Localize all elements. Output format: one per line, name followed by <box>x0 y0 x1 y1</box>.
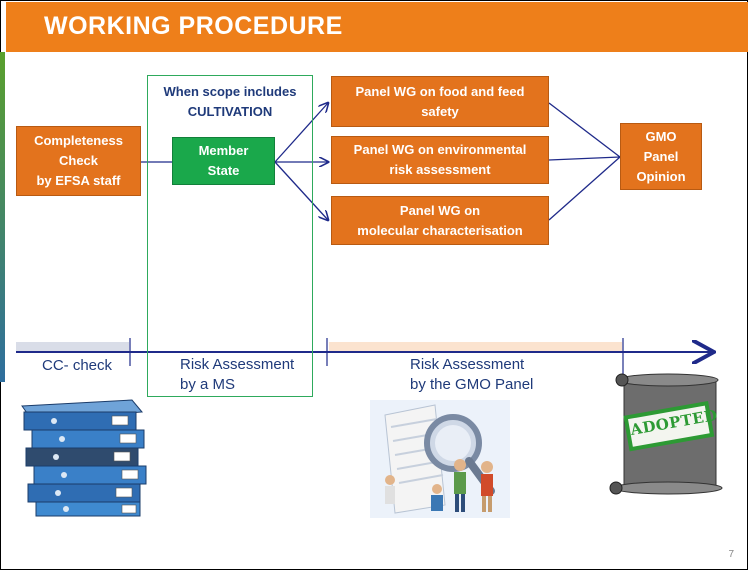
decorative-strip <box>0 52 5 382</box>
page-number: 7 <box>728 549 734 560</box>
arrow-ms-to-mol <box>274 161 328 220</box>
header-bar: WORKING PROCEDURE <box>6 2 748 52</box>
binders-illustration <box>21 399 147 517</box>
member-state-label: Member State <box>198 143 249 178</box>
line-env-to-gmo <box>548 156 621 161</box>
completeness-check-label: Completeness Check by EFSA staff <box>34 133 123 188</box>
panel-wg-env-box: Panel WG on environmental risk assessmen… <box>331 136 549 184</box>
ra-panel-label: Risk Assessment by the GMO Panel <box>410 356 534 393</box>
slide-title: WORKING PROCEDURE <box>44 12 343 40</box>
member-state-box: Member State <box>172 137 275 185</box>
panel-wg-mol-box: Panel WG on molecular characterisation <box>331 196 549 245</box>
adopted-scroll-illustration <box>609 373 723 495</box>
ra-ms-label: Risk Assessment by a MS <box>180 356 295 393</box>
cc-check-label: CC- check <box>42 357 113 374</box>
panel-wg-mol-label: Panel WG on molecular characterisation <box>357 202 523 238</box>
panel-phase-bar <box>329 342 622 351</box>
panel-wg-env-label: Panel WG on environmental risk assessmen… <box>353 142 527 177</box>
gmo-panel-opinion-box: GMO Panel Opinion <box>620 123 702 190</box>
arrow-ms-to-food <box>274 103 328 163</box>
line-food-to-gmo <box>548 102 621 158</box>
panel-wg-food-label: Panel WG on food and feed safety <box>355 83 525 119</box>
risk-assessment-illustration <box>370 400 510 518</box>
cc-phase-bar <box>16 342 129 351</box>
panel-wg-food-box: Panel WG on food and feed safety <box>331 76 549 127</box>
gmo-panel-opinion-label: GMO Panel Opinion <box>636 128 686 184</box>
cultivation-scope-frame <box>147 75 313 397</box>
cultivation-scope-label: When scope includes CULTIVATION <box>163 84 297 119</box>
completeness-check-box: Completeness Check by EFSA staff <box>16 126 141 196</box>
line-mol-to-gmo <box>548 156 621 221</box>
